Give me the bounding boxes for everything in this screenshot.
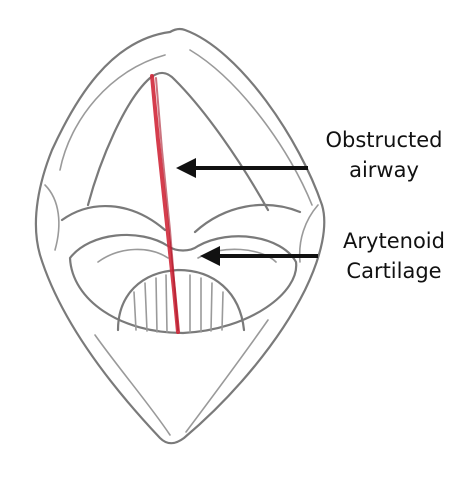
label-arytenoid-cartilage-line1: Arytenoid [343, 229, 445, 253]
label-obstructed-airway-line1: Obstructed [325, 128, 443, 152]
lower-larynx-outline [94, 319, 269, 436]
label-obstructed-airway: Obstructed airway [312, 125, 456, 185]
arrow-obstructed-airway [176, 158, 308, 178]
fold-crease-right [298, 204, 319, 263]
label-arytenoid-cartilage: Arytenoid Cartilage [322, 226, 466, 286]
vestibular-fold-right [193, 203, 302, 234]
airway-line-shadow [155, 77, 179, 331]
label-arytenoid-cartilage-line2: Cartilage [346, 259, 442, 283]
arytenoid-dome [116, 268, 246, 332]
larynx-outer-outline [34, 27, 326, 445]
vestibular-fold-left [60, 204, 167, 232]
larynx-inner-outline [59, 54, 166, 171]
arrow-arytenoid-cartilage [200, 246, 318, 266]
tracheal-rings [133, 274, 224, 333]
larynx-inner-outline-right [189, 49, 313, 206]
epiglottis-outline [86, 71, 270, 212]
glottis-rim [68, 233, 298, 335]
fold-crease-left [44, 184, 60, 251]
label-obstructed-airway-line2: airway [349, 158, 419, 182]
